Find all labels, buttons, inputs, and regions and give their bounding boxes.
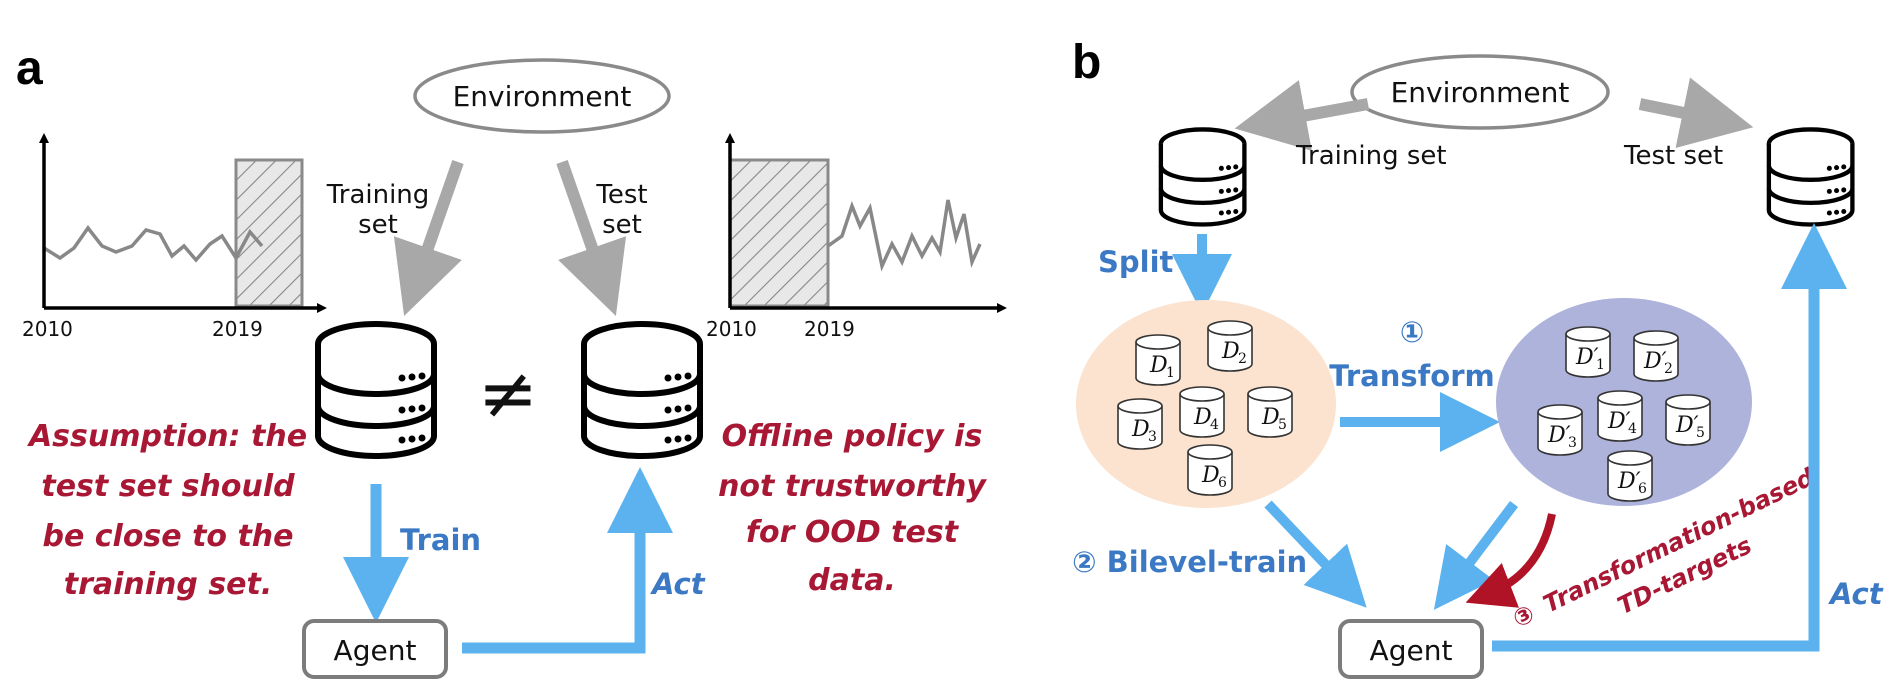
panel-a-act-arrow	[462, 467, 673, 654]
panel-b-transform-label: Transform	[1329, 359, 1494, 393]
panel-a-letter: a	[16, 42, 43, 95]
panel-b-training-database-icon	[1161, 129, 1245, 224]
panel-b-agent-label: Agent	[1370, 634, 1453, 667]
panel-a-training-arrow	[393, 160, 464, 316]
transformed-2-sub: 2	[1664, 361, 1673, 377]
panel-b-bilevel-arrow-left	[1264, 500, 1367, 608]
transformed-5-sub: 5	[1696, 425, 1705, 441]
panel-a: a Environment Training set Test set 2010…	[16, 42, 1007, 679]
panel-a-not-equal-symbol: ≠	[478, 351, 538, 435]
panel-b-bilevel-label: ② Bilevel-train	[1072, 545, 1307, 579]
panel-b-environment-label: Environment	[1391, 76, 1570, 109]
transformed-1-label: D′	[1575, 345, 1599, 370]
left-chart-tick-split: 2019	[212, 317, 263, 341]
transformed-6-label: D′	[1617, 469, 1641, 494]
panel-a-training-database-icon	[318, 324, 434, 456]
panel-a-training-set-label-1: Training	[326, 180, 430, 210]
dataset-6-sub: 6	[1218, 475, 1227, 491]
panel-b: b Environment Training set Test set Spli…	[1072, 36, 1884, 679]
panel-a-test-set-label-2: set	[602, 210, 642, 240]
panel-a-test-set-label-1: Test	[595, 180, 647, 210]
panel-b-letter: b	[1072, 36, 1101, 89]
panel-a-agent: Agent	[302, 619, 448, 679]
left-chart-hatched-region	[234, 158, 304, 308]
panel-b-split-label: Split	[1098, 245, 1174, 279]
assumption-line-4: training set.	[64, 567, 273, 602]
panel-b-act-arrow	[1492, 223, 1847, 652]
assumption-line-3: be close to the	[42, 519, 293, 554]
dataset-1-label: D	[1149, 353, 1168, 378]
panel-a-agent-label: Agent	[334, 634, 417, 667]
dataset-4-label: D	[1193, 405, 1212, 430]
dataset-2-label: D	[1221, 339, 1240, 364]
right-chart-series-line	[826, 199, 982, 272]
right-chart-tick-split: 2019	[804, 317, 855, 341]
right-chart-tick-start: 2010	[706, 317, 757, 341]
transformed-6-sub: 6	[1638, 481, 1647, 497]
panel-a-environment: Environment	[413, 58, 671, 134]
panel-b-test-database-icon	[1769, 129, 1853, 224]
panel-a-right-chart: 2010 2019	[706, 133, 1007, 341]
panel-b-step1-number: ①	[1400, 315, 1425, 349]
dataset-5-label: D	[1261, 405, 1280, 430]
transformed-3-label: D′	[1547, 423, 1571, 448]
panel-b-agent: Agent	[1338, 619, 1484, 679]
dataset-3-sub: 3	[1148, 429, 1157, 445]
offline-line-1: Offline policy is	[722, 419, 983, 454]
transformed-3-sub: 3	[1568, 435, 1577, 451]
panel-a-environment-label: Environment	[453, 80, 632, 113]
panel-a-act-label: Act	[650, 567, 706, 601]
transformed-2-label: D′	[1643, 349, 1667, 374]
dataset-3-label: D	[1131, 417, 1150, 442]
panel-b-bilevel-arrow-right	[1433, 500, 1518, 610]
panel-b-split-datasets-blob: D 1 D 2 D 3 D 4 D 5 D 6	[1076, 300, 1336, 508]
transformed-4-sub: 4	[1628, 421, 1637, 437]
dataset-4-sub: 4	[1210, 417, 1219, 433]
panel-a-offline-text: Offline policy is not trustworthy for OO…	[718, 419, 987, 598]
panel-a-test-database-icon	[584, 324, 700, 456]
dataset-1-sub: 1	[1166, 365, 1175, 381]
right-chart-hatched-region	[728, 158, 830, 308]
left-chart-tick-start: 2010	[22, 317, 73, 341]
panel-b-act-label: Act	[1828, 577, 1884, 611]
panel-b-test-arrow	[1638, 77, 1754, 149]
offline-line-2: not trustworthy	[718, 469, 987, 504]
panel-a-left-chart: 2010 2019	[22, 133, 327, 341]
transformed-1-sub: 1	[1596, 357, 1605, 373]
panel-a-assumption-text: Assumption: the test set should be close…	[27, 419, 307, 602]
panel-b-environment: Environment	[1350, 54, 1610, 130]
dataset-6-label: D	[1201, 463, 1220, 488]
assumption-line-1: Assumption: the	[27, 419, 307, 454]
dataset-5-sub: 5	[1278, 417, 1287, 433]
offline-line-3: for OOD test	[746, 515, 960, 550]
transformed-5-label: D′	[1675, 413, 1699, 438]
transformed-4-label: D′	[1607, 409, 1631, 434]
panel-b-step3-number: ③	[1508, 599, 1539, 633]
offline-line-4: data.	[808, 563, 896, 598]
panel-b-training-set-label: Training set	[1295, 141, 1447, 171]
panel-b-training-arrow	[1234, 80, 1370, 151]
panel-b-test-set-label: Test set	[1623, 141, 1723, 171]
panel-b-transformed-datasets-blob: D′ 1 D′ 2 D′ 3 D′ 4 D′ 5 D′ 6	[1496, 298, 1752, 506]
panel-a-test-arrow	[556, 160, 627, 316]
left-chart-series-line	[43, 225, 264, 263]
panel-a-training-set-label-2: set	[358, 210, 398, 240]
dataset-2-sub: 2	[1238, 351, 1247, 367]
assumption-line-2: test set should	[41, 469, 295, 504]
panel-b-td-target-arrow	[1465, 513, 1556, 608]
panel-a-train-label: Train	[400, 523, 481, 557]
